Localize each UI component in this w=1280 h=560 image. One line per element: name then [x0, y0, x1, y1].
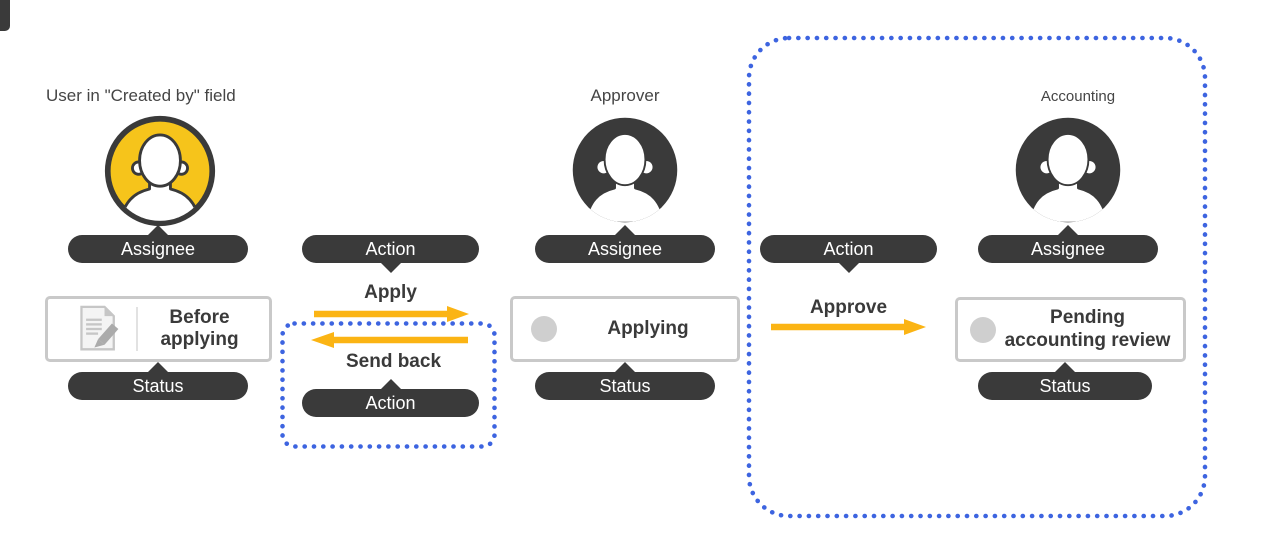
screen-edge-artifact — [0, 0, 10, 31]
approver-status-tag: Status — [535, 372, 715, 400]
accounting-assignee-tag-label: Assignee — [1030, 238, 1106, 259]
creator-assignee-tag-label: Assignee — [120, 238, 196, 259]
approve-action-tag: Action — [760, 235, 937, 263]
approve-action-tag-label: Action — [823, 238, 874, 259]
accounting-scope-dotted-frame — [746, 35, 1208, 519]
approve-arrow-right-icon — [771, 319, 926, 335]
person-icon — [103, 114, 217, 228]
send-back-arrow-left-icon — [311, 332, 468, 348]
approver-status-tag-label: Status — [599, 375, 651, 396]
creator-role-label: User in "Created by" field — [46, 86, 236, 105]
accounting-role-label: Accounting — [1040, 88, 1116, 105]
creator-assignee-tag: Assignee — [68, 235, 248, 263]
apply-label: Apply — [364, 282, 417, 303]
approver-status-value: Applying — [607, 317, 689, 339]
approve-label: Approve — [809, 297, 888, 318]
approver-status-box: Applying — [510, 296, 740, 362]
creator-status-box: Before applying — [45, 296, 272, 362]
apply-arrow-right-icon — [314, 306, 469, 322]
accounting-status-tag-label: Status — [1039, 375, 1091, 396]
creator-status-tag-label: Status — [132, 375, 184, 396]
creator-status-value: Before applying — [138, 307, 269, 352]
circle-icon — [970, 316, 996, 343]
person-icon — [1011, 113, 1125, 227]
approver-assignee-tag: Assignee — [535, 235, 715, 263]
accounting-assignee-tag: Assignee — [978, 235, 1158, 263]
apply-action-tag: Action — [302, 235, 479, 263]
send-back-action-tag: Action — [302, 389, 479, 417]
send-back-scope-dotted-frame — [280, 321, 497, 449]
status-box-divider — [136, 307, 138, 351]
send-back-action-tag-label: Action — [365, 392, 416, 413]
accounting-status-line1: Pending — [1050, 307, 1125, 329]
accounting-status-box: Pending accounting review — [955, 297, 1186, 362]
accounting-status-tag: Status — [978, 372, 1152, 400]
circle-icon — [531, 316, 557, 342]
approver-assignee-tag-label: Assignee — [587, 238, 663, 259]
apply-action-tag-label: Action — [365, 238, 416, 259]
document-edit-icon — [78, 305, 120, 353]
creator-status-line2: applying — [160, 329, 239, 350]
person-icon — [568, 113, 682, 227]
accounting-status-value: Pending accounting review — [1000, 307, 1183, 352]
accounting-status-line2: accounting review — [1004, 329, 1171, 351]
creator-status-line1: Before — [169, 306, 230, 328]
approver-role-label: Approver — [590, 86, 660, 105]
send-back-label: Send back — [345, 351, 442, 372]
creator-status-tag: Status — [68, 372, 248, 400]
